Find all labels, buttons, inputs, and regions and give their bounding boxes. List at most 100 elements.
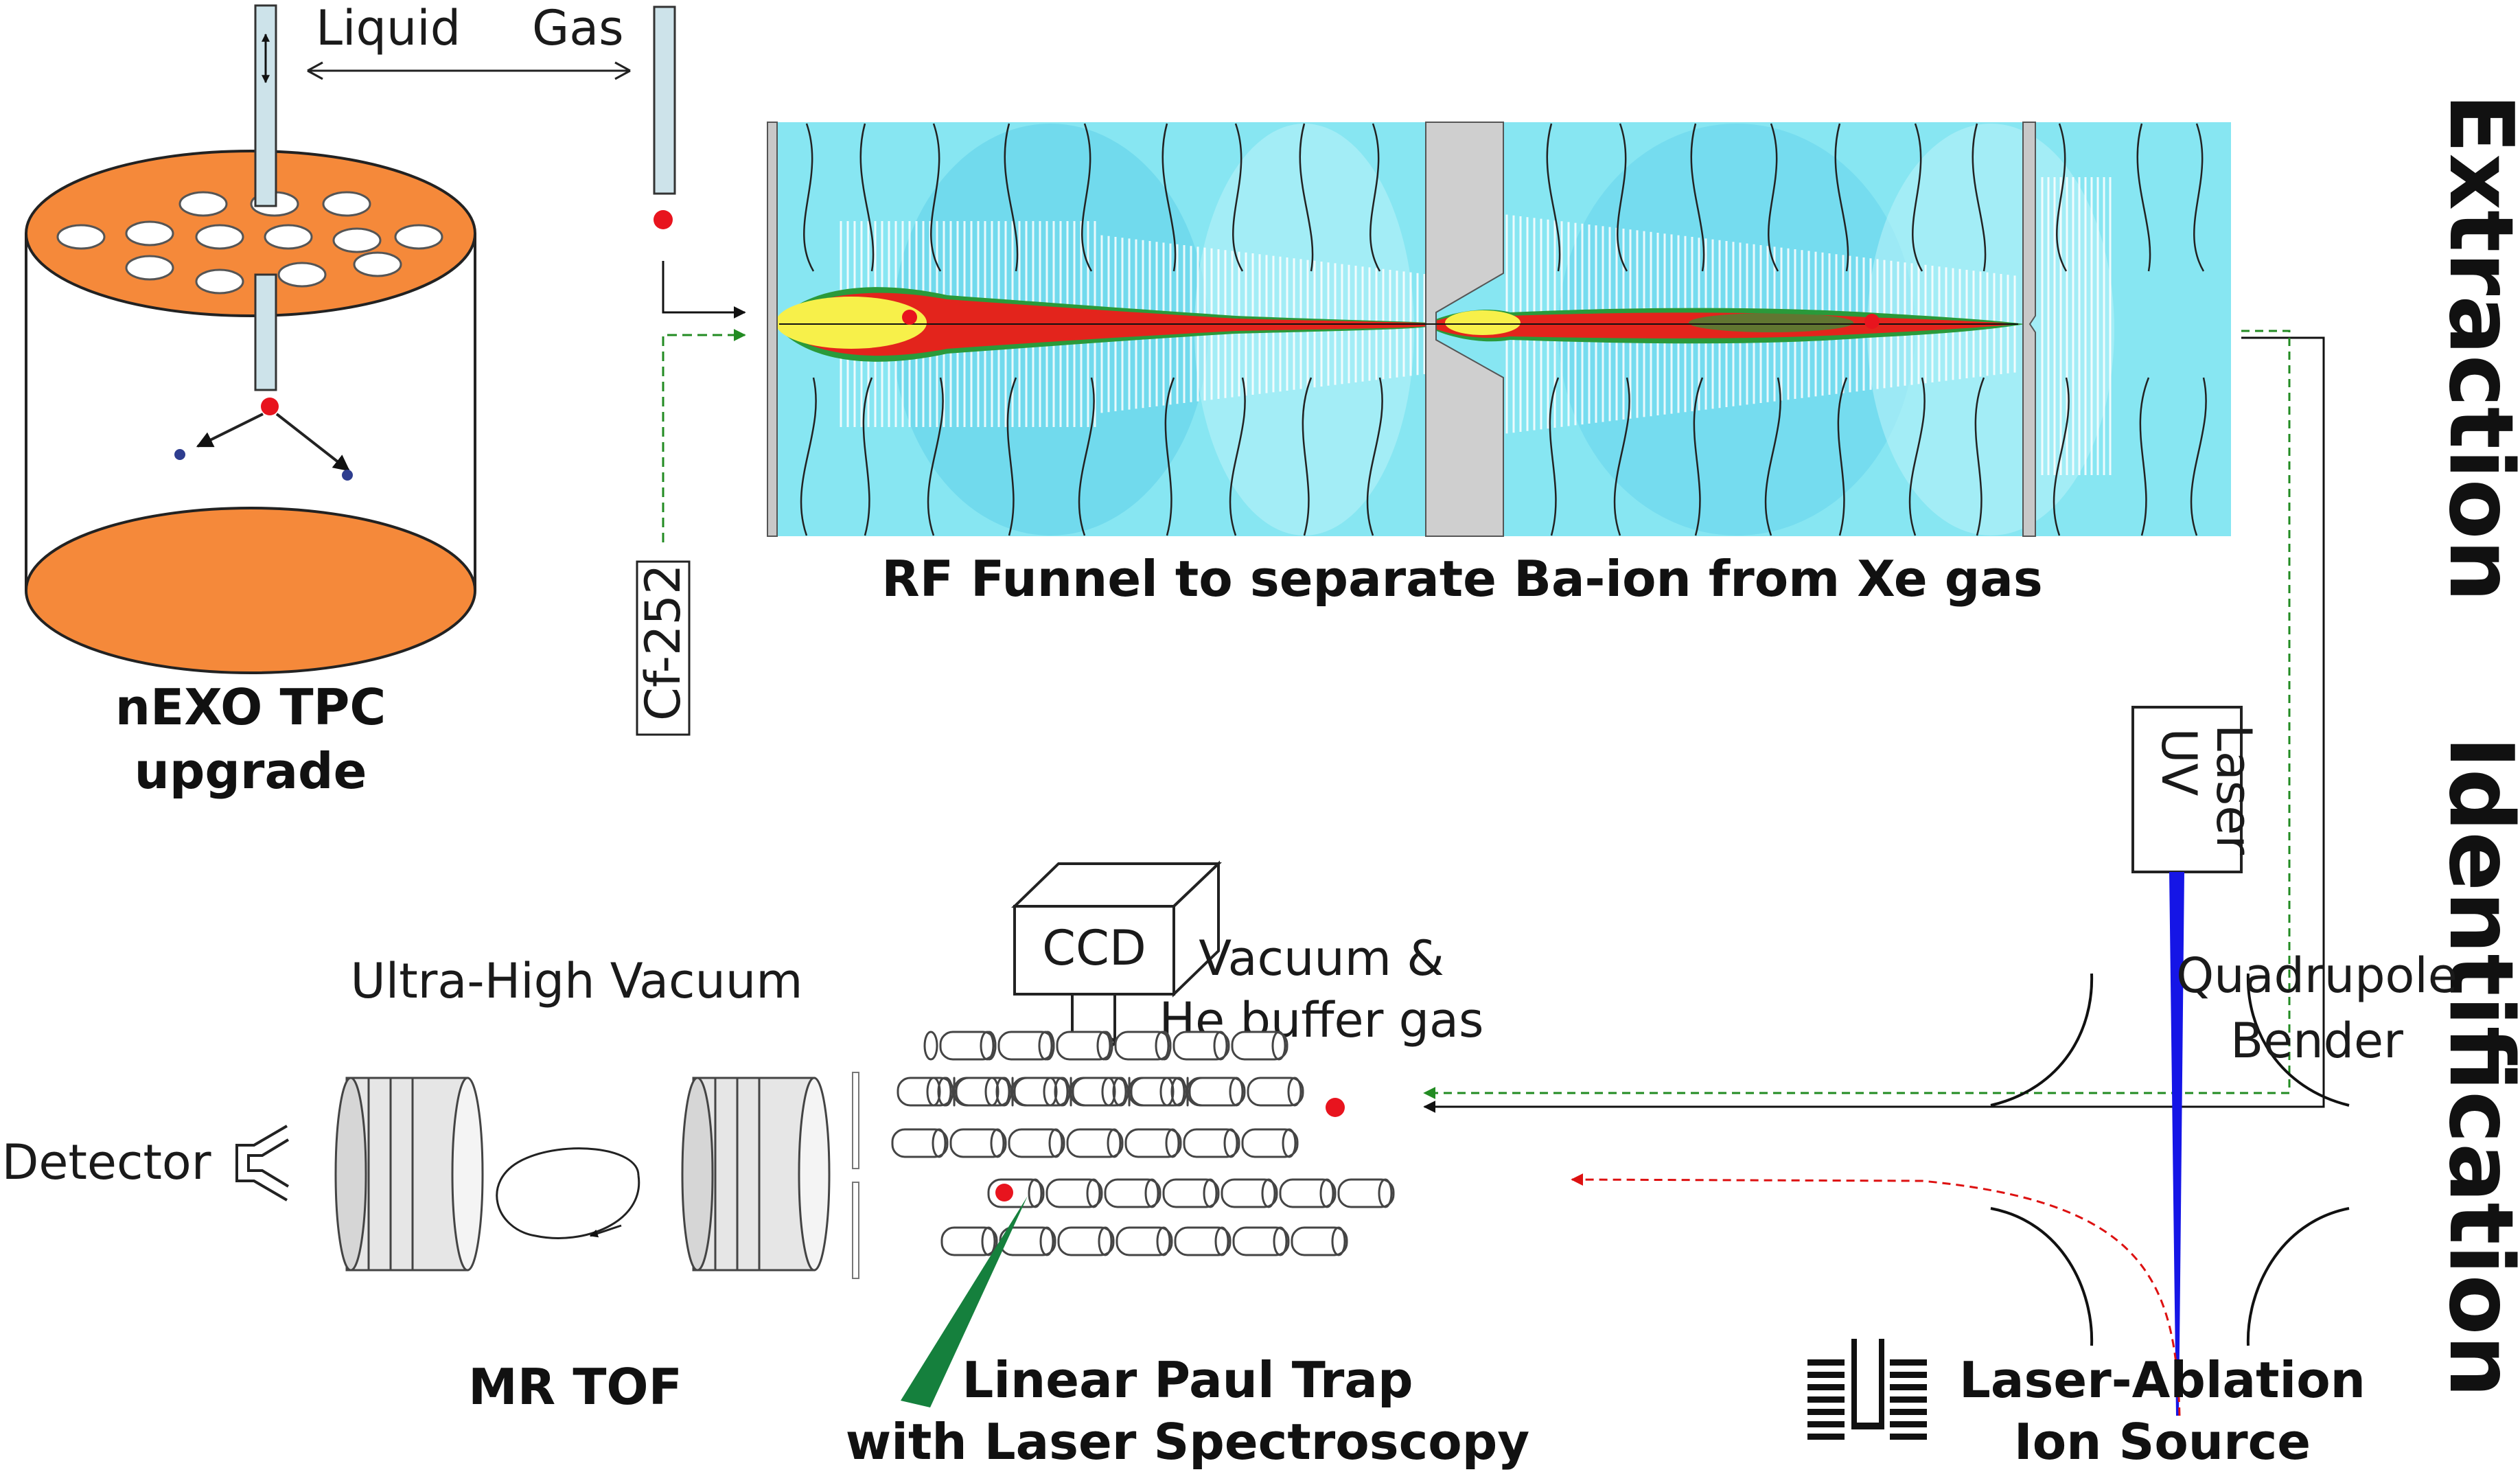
- tpc-caption-line1: nEXO TPC: [115, 678, 386, 736]
- trap-rod-segment: [949, 1128, 1007, 1158]
- trap-rod-end: [923, 1031, 938, 1061]
- tpc-plate-holes: [56, 191, 443, 295]
- trap-rod-segment: [1241, 1128, 1299, 1158]
- mirror-electrode-back: [681, 1077, 714, 1272]
- tpc-caption-line2: upgrade: [135, 742, 367, 800]
- field-line: [2193, 123, 2205, 272]
- trap-rod-segment: [997, 1031, 1055, 1061]
- field-line: [1299, 123, 1314, 272]
- trap-rod-end: [1214, 1226, 1229, 1256]
- trap-rod-segment: [1221, 1178, 1278, 1208]
- identification-label: Identification: [2429, 736, 2520, 1398]
- trap-rod-end: [932, 1128, 947, 1158]
- mrtof-label: MR TOF: [468, 1358, 682, 1416]
- trap-rod-end: [1098, 1226, 1113, 1256]
- field-line: [1974, 377, 1985, 536]
- vacuum-label-line1: Vacuum &: [1199, 930, 1444, 987]
- entry-gate-bottom: [852, 1182, 859, 1279]
- inlet-plate: [767, 122, 778, 537]
- quad-electrode-top-left: [1990, 973, 2094, 1107]
- paul-trap-label-line1: Linear Paul Trap: [962, 1351, 1413, 1409]
- field-line: [800, 377, 817, 536]
- field-line: [1549, 377, 1560, 536]
- trap-rod-segment: [1066, 1128, 1124, 1158]
- field-line: [2056, 123, 2068, 272]
- trap-rod-end: [1039, 1226, 1054, 1256]
- field-line: [1004, 123, 1019, 272]
- trap-rod-end: [990, 1128, 1005, 1158]
- field-line: [859, 123, 875, 272]
- trap-rod-segment: [1072, 1077, 1129, 1107]
- field-line: [1078, 377, 1095, 536]
- trap-rod-end: [1165, 1128, 1180, 1158]
- gas-capillary: [653, 5, 676, 195]
- field-line: [1302, 377, 1313, 536]
- detector-label: Detector: [1, 1134, 211, 1191]
- paul-trap-rods: [891, 1031, 1395, 1256]
- trap-rod-end: [1159, 1077, 1175, 1107]
- field-line: [1369, 123, 1381, 272]
- uv-laser-beam: [2169, 872, 2184, 1416]
- trap-rod-end: [1319, 1178, 1334, 1208]
- trap-rod-end: [1170, 1077, 1186, 1107]
- trap-rod-end: [926, 1077, 941, 1107]
- trap-rod-end: [1331, 1226, 1346, 1256]
- quad-electrode-bottom-left: [1990, 1207, 2094, 1346]
- trap-rod-end: [980, 1031, 995, 1061]
- trap-rod-segment: [1183, 1128, 1240, 1158]
- field-line: [2190, 377, 2207, 536]
- trap-rod-end: [1038, 1031, 1053, 1061]
- trap-rod-segment: [1045, 1178, 1103, 1208]
- trap-rod-segment: [1337, 1178, 1395, 1208]
- trap-rod-end: [1287, 1077, 1302, 1107]
- trap-rod-end: [1213, 1031, 1228, 1061]
- quadrupole-bender: [1990, 973, 2350, 1346]
- gas-label: Gas: [532, 0, 624, 56]
- trap-rod-end: [1273, 1226, 1288, 1256]
- trap-rod-end: [981, 1226, 996, 1256]
- trap-rod-segment: [1115, 1226, 1173, 1256]
- trap-rod-end: [1028, 1178, 1043, 1208]
- cf252-box: [636, 560, 691, 736]
- field-line: [930, 123, 942, 272]
- trap-rod-end: [1203, 1178, 1218, 1208]
- trap-rod-end: [1054, 1077, 1069, 1107]
- field-line: [1613, 377, 1630, 536]
- trap-rod-end: [1229, 1077, 1244, 1107]
- decay-arrow-right: [275, 413, 350, 472]
- trap-rod-segment: [1279, 1178, 1337, 1208]
- mirror-electrode-back: [334, 1077, 367, 1272]
- field-lines: [800, 123, 2207, 536]
- trap-rod-segment: [940, 1226, 998, 1256]
- mirror-electrode-face: [798, 1077, 831, 1272]
- trap-rod-end: [1048, 1128, 1063, 1158]
- entry-gate-top: [852, 1072, 859, 1169]
- funnel-nozzle-electrode: [1425, 122, 1504, 537]
- uhv-label: Ultra-High Vacuum: [351, 953, 803, 1009]
- trap-rod-segment: [891, 1128, 949, 1158]
- funnel-caption: RF Funnel to separate Ba-ion from Xe gas: [881, 550, 2042, 608]
- ba-ion-funnel-1: [902, 310, 917, 325]
- trap-rod-segment: [1174, 1226, 1232, 1256]
- field-line: [927, 377, 944, 536]
- field-line: [1617, 123, 1628, 272]
- ccd-label: CCD: [1042, 920, 1146, 976]
- trap-rod-segment: [1247, 1077, 1304, 1107]
- quad-electrode-top-right: [2246, 973, 2350, 1107]
- trap-rod-segment: [1232, 1226, 1290, 1256]
- field-line: [1546, 123, 1561, 272]
- trap-rod-segment: [1291, 1226, 1348, 1256]
- cf252-label: Cf-252: [635, 564, 691, 721]
- ablation-label-line2: Ion Source: [2014, 1413, 2311, 1471]
- tpc-cylinder: [25, 4, 476, 674]
- field-line: [1764, 377, 1781, 536]
- ba-ion-trapped: [995, 1184, 1013, 1201]
- ba-ion-funnel-2: [1864, 314, 1880, 329]
- field-line: [1232, 123, 1244, 272]
- trap-rod-segment: [1056, 1031, 1113, 1061]
- electron-left: [174, 449, 185, 460]
- trap-rod-end: [1223, 1128, 1238, 1158]
- beam-hotspot-inlet: [776, 297, 927, 349]
- trap-rod-end: [1101, 1077, 1116, 1107]
- ccd-camera: [1011, 860, 1222, 1050]
